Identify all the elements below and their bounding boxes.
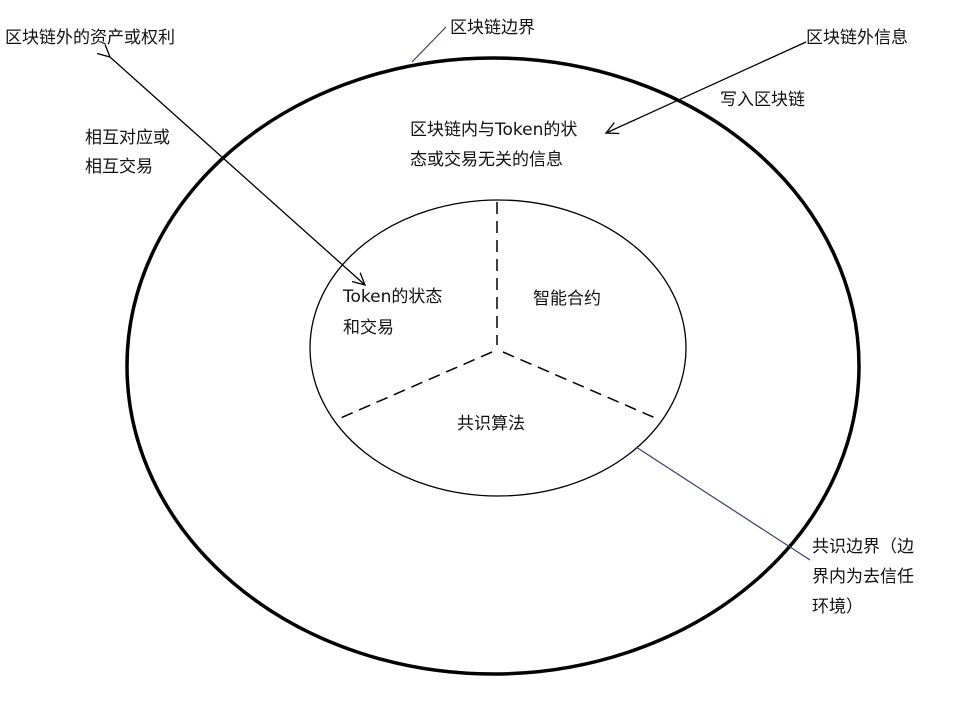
label-chain-boundary: 区块链边界 bbox=[450, 18, 535, 38]
label-onchain-info-1: 区块链内与Token的状 bbox=[410, 120, 578, 140]
consensus-boundary-leader bbox=[635, 446, 811, 561]
label-token-2: 和交易 bbox=[343, 318, 394, 338]
chain-boundary-leader bbox=[411, 26, 447, 63]
write-arrow bbox=[606, 41, 807, 133]
label-token-1: Token的状态 bbox=[343, 287, 443, 307]
divider-right bbox=[502, 351, 661, 421]
label-consensus-boundary-1: 共识边界（边 bbox=[812, 537, 914, 557]
label-write-to-chain: 写入区块链 bbox=[720, 90, 805, 110]
label-onchain-info-2: 态或交易无关的信息 bbox=[410, 150, 563, 170]
label-offchain-assets: 区块链外的资产或权利 bbox=[5, 28, 175, 48]
label-mutual-2: 相互交易 bbox=[85, 157, 153, 177]
blockchain-boundary-ellipse bbox=[125, 56, 861, 676]
label-offchain-info: 区块链外信息 bbox=[806, 28, 908, 48]
label-consensus-algorithm: 共识算法 bbox=[457, 414, 525, 434]
consensus-boundary-circle bbox=[309, 199, 687, 497]
double-arrow bbox=[110, 57, 365, 285]
label-consensus-boundary-2: 界内为去信任 bbox=[812, 567, 914, 587]
label-consensus-boundary-3: 环境） bbox=[812, 597, 863, 617]
label-mutual-1: 相互对应或 bbox=[85, 128, 170, 148]
label-smart-contract: 智能合约 bbox=[533, 289, 601, 309]
divider-left bbox=[335, 351, 493, 421]
